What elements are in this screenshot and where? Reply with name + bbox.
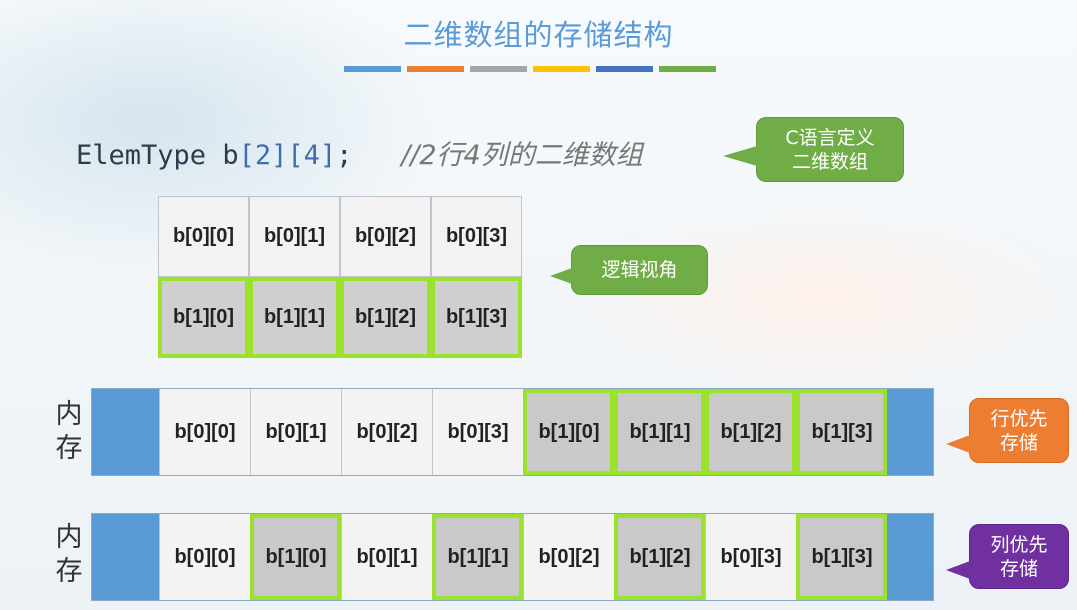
memory-cell: b[0][0]: [159, 389, 250, 475]
memory-cell: b[1][3]: [796, 389, 887, 475]
grid-cell: b[0][0]: [158, 196, 249, 277]
memory-end-cap: [887, 514, 933, 600]
memory-cell: b[1][1]: [614, 389, 705, 475]
grid-cell: b[1][3]: [431, 277, 522, 358]
callout-col-major-text: 列优先 存储: [990, 533, 1048, 580]
title-bar-2: [407, 66, 464, 72]
memory-cell: b[0][1]: [250, 389, 341, 475]
callout-tail: [723, 146, 757, 166]
memory-end-cap: [92, 514, 159, 600]
grid-cell: b[1][0]: [158, 277, 249, 358]
memory-cell: b[1][0]: [523, 389, 614, 475]
title-underline-bars: [344, 66, 716, 73]
grid-cell: b[0][2]: [340, 196, 431, 277]
callout-tail: [550, 268, 572, 284]
title-bar-3: [470, 66, 527, 72]
code-var: b: [222, 140, 239, 171]
grid-cell: b[1][1]: [249, 277, 340, 358]
grid-cell: b[1][2]: [340, 277, 431, 358]
code-semicolon: ;: [336, 140, 353, 171]
code-declaration: ElemType b[2][4]; //2行4列的二维数组: [76, 133, 643, 172]
callout-row-major: 行优先 存储: [946, 398, 1069, 463]
memory-cell: b[0][0]: [159, 514, 250, 600]
grid-cell: b[0][1]: [249, 196, 340, 277]
memory-cell: b[0][3]: [432, 389, 523, 475]
title-bar-1: [344, 66, 401, 72]
memory-label-col: 内 存: [55, 522, 83, 587]
code-dim1: [2]: [238, 140, 288, 171]
code-type: ElemType: [76, 140, 207, 171]
memory-cell: b[1][0]: [250, 514, 341, 600]
memory-label-row: 内 存: [55, 399, 83, 464]
callout-tail: [946, 435, 970, 453]
callout-logical-view-text: 逻辑视角: [601, 259, 678, 281]
callout-col-major: 列优先 存储: [946, 524, 1069, 589]
memory-cell: b[1][3]: [796, 514, 887, 600]
memory-row-major: b[0][0]b[0][1]b[0][2]b[0][3]b[1][0]b[1][…: [91, 388, 934, 476]
memory-end-cap: [92, 389, 159, 475]
memory-cell: b[1][1]: [432, 514, 523, 600]
title-bar-5: [596, 66, 653, 72]
callout-row-major-text: 行优先 存储: [990, 407, 1048, 454]
memory-cell: b[0][1]: [341, 514, 432, 600]
memory-cell: b[1][2]: [705, 389, 796, 475]
memory-end-cap: [887, 389, 933, 475]
title-bar-6: [659, 66, 716, 72]
code-dim2: [4]: [287, 140, 337, 171]
code-comment: //2行4列的二维数组: [401, 140, 643, 171]
memory-column-major: b[0][0]b[1][0]b[0][1]b[1][1]b[0][2]b[1][…: [91, 513, 934, 601]
callout-tail: [946, 561, 970, 579]
title-bar-4: [533, 66, 590, 72]
callout-c-definition-text: C语言定义 二维数组: [785, 126, 875, 173]
memory-cell: b[0][2]: [523, 514, 614, 600]
memory-cell: b[0][2]: [341, 389, 432, 475]
memory-cell: b[1][2]: [614, 514, 705, 600]
callout-c-definition: C语言定义 二维数组: [723, 117, 904, 182]
grid-cell: b[0][3]: [431, 196, 522, 277]
slide-title: 二维数组的存储结构: [403, 18, 674, 52]
memory-cell: b[0][3]: [705, 514, 796, 600]
callout-logical-view: 逻辑视角: [550, 245, 708, 295]
